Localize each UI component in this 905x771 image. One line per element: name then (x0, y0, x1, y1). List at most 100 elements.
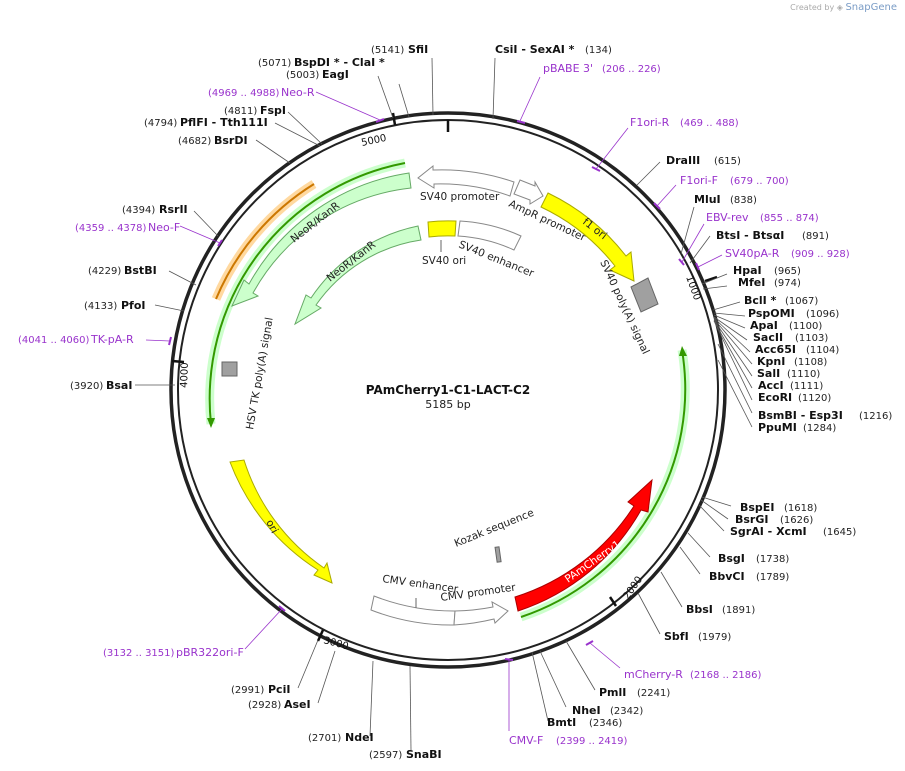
enzyme-bstbi[interactable]: (4229) BstBI (88, 264, 157, 277)
enzyme-name: PfoI (121, 299, 146, 312)
enzyme-name: SalI (757, 367, 780, 380)
tick-label-4000: 4000 (179, 362, 191, 388)
enzyme-bmti[interactable]: BmtI (2346) (547, 716, 622, 729)
enzyme-mfei[interactable]: MfeI (974) (738, 276, 801, 289)
enzyme-pos: (2928) (248, 700, 281, 711)
enzyme-ecori[interactable]: EcoRI (1120) (758, 391, 831, 404)
credit-brand: SnapGene (845, 2, 897, 13)
enzyme-nhei[interactable]: NheI (2342) (572, 704, 643, 717)
enzyme-pos: (1891) (722, 605, 755, 616)
enzyme-pos: (5141) (371, 45, 404, 56)
feature-label-sv40-ori: SV40 ori (422, 255, 466, 267)
primer-neo-f[interactable]: (4359 .. 4378) Neo-F (75, 221, 180, 234)
enzyme-mlui[interactable]: MluI (838) (694, 193, 757, 206)
primer-f1ori-r[interactable]: F1ori-R (469 .. 488) (630, 116, 739, 129)
feature-ori[interactable]: ori (229, 459, 333, 584)
enzyme-name: SgrAI (730, 525, 764, 538)
enzyme-pos: (5003) (286, 70, 319, 81)
primer-mcherry-r[interactable]: mCherry-R (2168 .. 2186) (624, 668, 762, 681)
enzyme-acci[interactable]: AccI (1111) (758, 379, 823, 392)
enzyme-pspomi[interactable]: PspOMI (1096) (748, 307, 839, 320)
feature-sv40-ori[interactable]: SV40 ori (422, 220, 466, 267)
feature-label-hsv-tk-polya: HSV TK poly(A) signal (244, 316, 276, 430)
enzyme-sbfi[interactable]: SbfI (1979) (664, 630, 731, 643)
enzyme-bspdi-clai[interactable]: (5071) BspDI * - ClaI * (258, 56, 385, 69)
enzyme-bsrdi[interactable]: (4682) BsrDI (178, 134, 248, 147)
enzyme-bbvci[interactable]: BbvCI (1789) (709, 570, 789, 583)
primer-tk-pa-r[interactable]: (4041 .. 4060) TK-pA-R (18, 333, 134, 346)
feature-sv40-promoter[interactable]: SV40 promoter (417, 164, 515, 203)
enzyme-rsrii[interactable]: (4394) RsrII (122, 203, 188, 216)
orf-arrowhead-right (679, 346, 687, 356)
primer-name: Neo-R (281, 86, 315, 99)
enzyme-fspi[interactable]: (4811) FspI (224, 104, 286, 117)
primer-pos: (4359 .. 4378) (75, 223, 147, 234)
tick-5000: 5000 (360, 112, 397, 149)
enzyme-pos: (2597) (369, 750, 402, 761)
enzyme-pmli[interactable]: PmlI (2241) (599, 686, 670, 699)
enzyme-name: HpaI (733, 264, 762, 277)
feature-f1-ori[interactable]: f1 ori (540, 192, 635, 282)
enzyme-pfoi[interactable]: (4133) PfoI (84, 299, 146, 312)
enzyme-sali[interactable]: SalI (1110) (757, 367, 820, 380)
enzyme-hpai[interactable]: HpaI (965) (733, 264, 801, 277)
enzyme-pcii[interactable]: (2991) PciI (231, 683, 290, 696)
enzyme-bcli[interactable]: BclI * (1067) (744, 294, 818, 307)
enzyme-name: BclI * (744, 294, 777, 307)
primer-pbr322ori-f[interactable]: (3132 .. 3151) pBR322ori-F (103, 646, 244, 659)
feature-label-kozak: Kozak sequence (453, 507, 536, 550)
enzyme-name: MfeI (738, 276, 765, 289)
enzyme-sacii[interactable]: SacII (1103) (753, 331, 828, 344)
enzyme-pos: (4811) (224, 106, 257, 117)
enzyme-name: BspDI * (294, 56, 340, 69)
enzyme-bsai[interactable]: (3920) BsaI (70, 379, 132, 392)
orf-glow-right (519, 349, 690, 622)
enzyme-asei[interactable]: (2928) AseI (248, 698, 311, 711)
feature-sv40-enhancer[interactable]: SV40 enhancer (457, 220, 536, 280)
enzyme-name-2: ClaI * (352, 56, 385, 69)
enzyme-pos: (2991) (231, 685, 264, 696)
enzyme-bspei[interactable]: BspEI (1618) (740, 501, 817, 514)
enzyme-eagi[interactable]: (5003) EagI (286, 68, 349, 81)
primer-pos: (469 .. 488) (680, 118, 739, 129)
enzyme-name: NheI (572, 704, 601, 717)
enzyme-kpni[interactable]: KpnI (1108) (757, 355, 827, 368)
enzyme-name-2: Tth111I (220, 116, 268, 129)
feature-neor-kanr-inner[interactable]: NeoR/KanR (294, 225, 422, 326)
enzyme-ppumi[interactable]: PpuMI (1284) (758, 421, 836, 434)
enzyme-name: SnaBI (406, 748, 442, 761)
primer-neo-r[interactable]: (4969 .. 4988) Neo-R (208, 86, 315, 99)
tick-label-1000: 1000 (683, 274, 702, 302)
primer-pbabe3[interactable]: pBABE 3' (206 .. 226) (543, 62, 661, 75)
primer-f1ori-f[interactable]: F1ori-F (679 .. 700) (680, 174, 789, 187)
enzyme-bbsi[interactable]: BbsI (1891) (686, 603, 755, 616)
enzyme-ndei[interactable]: (2701) NdeI (308, 731, 374, 744)
enzyme-bsrgi[interactable]: BsrGI (1626) (735, 513, 813, 526)
enzyme-csii-sexai[interactable]: CsiI - SexAI * (134) (495, 43, 612, 56)
tick-3000: 3000 (316, 629, 350, 652)
primer-ebv-rev[interactable]: EBV-rev (855 .. 874) (706, 211, 819, 224)
feature-kozak[interactable]: Kozak sequence (453, 507, 536, 563)
enzyme-snabi[interactable]: (2597) SnaBI (369, 748, 442, 761)
enzyme-bsgi[interactable]: BsgI (1738) (718, 552, 789, 565)
primer-cmv-f[interactable]: CMV-F (2399 .. 2419) (509, 734, 628, 747)
enzyme-pos: (1096) (806, 309, 839, 320)
enzyme-btsi-btsai[interactable]: BtsI - BtsαI (891) (716, 229, 829, 242)
enzyme-name: BbsI (686, 603, 713, 616)
enzyme-draiii[interactable]: DraIII (615) (666, 154, 741, 167)
enzyme-acc65i[interactable]: Acc65I (1104) (755, 343, 839, 356)
orf-orange-line (215, 183, 315, 300)
primer-name: pBABE 3' (543, 62, 593, 75)
enzyme-apai[interactable]: ApaI (1100) (750, 319, 822, 332)
feature-hsv-tk-polya[interactable]: HSV TK poly(A) signal (221, 316, 276, 431)
enzyme-pos: (1979) (698, 632, 731, 643)
enzyme-bsmbi-esp3i[interactable]: BsmBI - Esp3I (1216) (758, 409, 892, 422)
primer-name: EBV-rev (706, 211, 749, 224)
primer-pos: (4041 .. 4060) (18, 335, 90, 346)
enzyme-pflfi-tth111i[interactable]: (4794) PflFI - Tth111I (144, 116, 268, 129)
enzyme-sfii[interactable]: (5141) SfiI (371, 43, 428, 56)
enzyme-pos: (615) (714, 156, 741, 167)
primer-sv40pa-r[interactable]: SV40pA-R (909 .. 928) (725, 247, 850, 260)
enzyme-sgrai-xcmi[interactable]: SgrAI - XcmI (1645) (730, 525, 856, 538)
